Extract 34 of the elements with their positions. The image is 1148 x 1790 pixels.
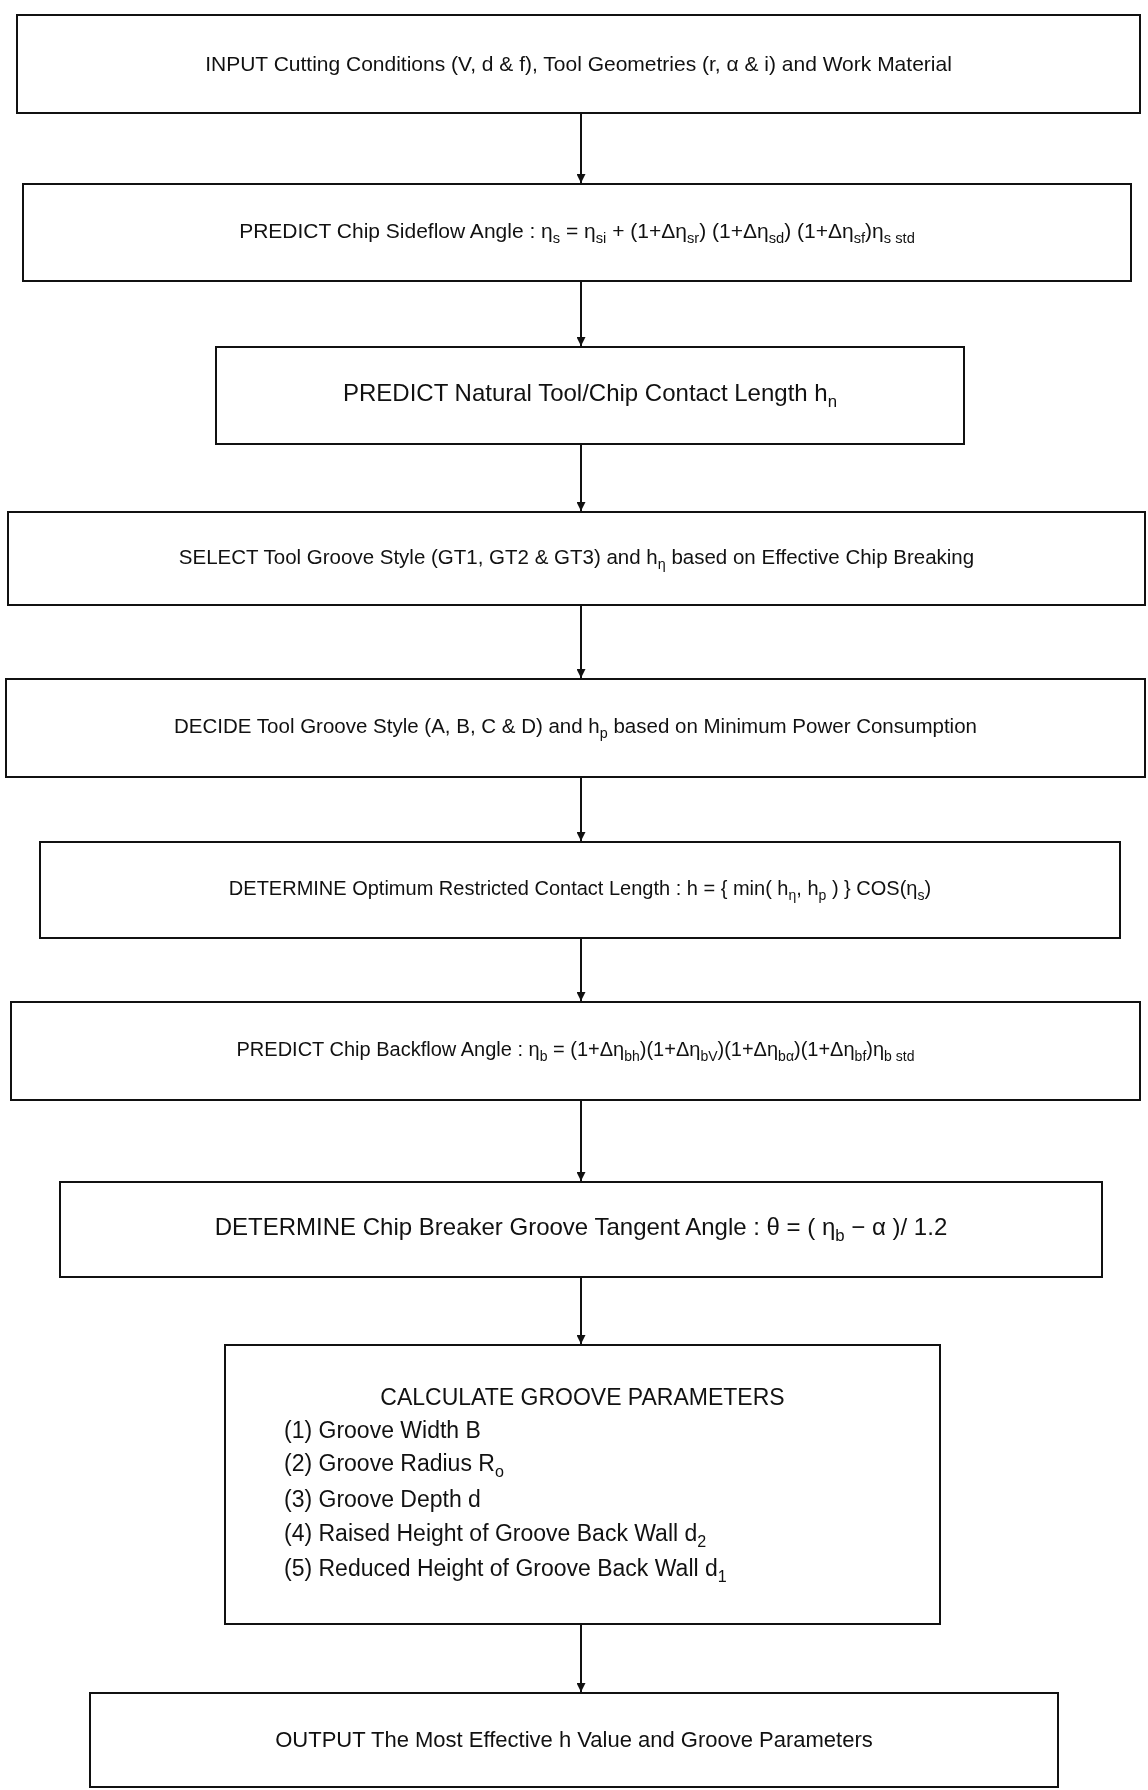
list-item: (4) Raised Height of Groove Back Wall d$_{2}$: [284, 1518, 707, 1552]
box-heading: CALCULATE GROOVE PARAMETERS: [380, 1382, 785, 1412]
process-box: [89, 1692, 1059, 1788]
arrow: [576, 281, 586, 347]
arrow: [576, 777, 586, 842]
box-text: DECIDE Tool Groove Style (A, B, C & D) and h$_{p}$ based on Minimum Power Consumption: [174, 714, 977, 742]
process-box: [22, 183, 1132, 282]
box-text: PREDICT Natural Tool/Chip Contact Length h$_{n}$: [342, 379, 837, 412]
process-box: [215, 346, 965, 445]
arrow: [576, 113, 586, 184]
list-item: (1) Groove Width B: [284, 1415, 481, 1445]
arrow: [576, 444, 586, 512]
process-box: [10, 1001, 1141, 1101]
process-box: [224, 1344, 941, 1625]
box-text: DETERMINE Optimum Restricted Contact Length : h = { min( h$_{η}$, h$_{p}$ ) } COS(η$_{s}$): [228, 877, 932, 903]
box-text: PREDICT Chip Backflow Angle : η$_{b}$ = (1+Δη$_{bh}$)(1+Δη$_{bV}$)(1+Δη$_{bα}$)(1+Δη$_{bf}$)η$_{b std}$: [236, 1038, 915, 1064]
process-box: [16, 14, 1141, 114]
process-box: [39, 841, 1121, 939]
box-text: PREDICT Chip Sideflow Angle : η$_{s}$ = η$_{si}$ + (1+Δη$_{sr}$) (1+Δη$_{sd}$) (1+Δη$_{sf}$)η$_{s std}$: [239, 218, 915, 247]
process-box: [5, 678, 1146, 778]
arrow: [576, 1100, 586, 1182]
process-box: [59, 1181, 1103, 1278]
box-text: INPUT Cutting Conditions (V, d & f), Tool Geometries (r, α & i) and Work Material: [205, 52, 952, 76]
arrow: [576, 1277, 586, 1345]
list-item: (5) Reduced Height of Groove Back Wall d$_{1}$: [284, 1554, 727, 1588]
arrow: [576, 605, 586, 679]
box-text: SELECT Tool Groove Style (GT1, GT2 & GT3) and h$_{η}$ based on Effective Chip Breaking: [178, 544, 975, 573]
list-item: (2) Groove Radius R$_{o}$: [284, 1449, 504, 1482]
arrow: [576, 1624, 586, 1693]
arrow: [576, 938, 586, 1002]
list-item: (3) Groove Depth d: [284, 1485, 481, 1515]
process-box: [7, 511, 1146, 606]
box-text: OUTPUT The Most Effective h Value and Groove Parameters: [275, 1727, 873, 1753]
box-text: DETERMINE Chip Breaker Groove Tangent Angle : θ = ( η$_{b}$ − α )/ 1.2: [214, 1213, 948, 1246]
